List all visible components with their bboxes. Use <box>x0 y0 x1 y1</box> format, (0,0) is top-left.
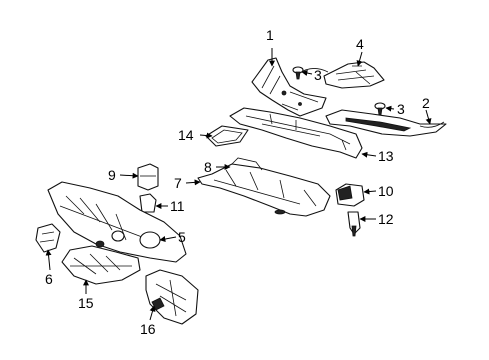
part-7-dash-cross-panel <box>197 157 331 217</box>
part-3-clip-upper <box>292 66 304 80</box>
part-12-small-bracket <box>347 211 361 237</box>
callout-3-upper: 3 <box>314 67 322 83</box>
leader-9 <box>119 172 139 179</box>
callout-16: 16 <box>140 321 156 337</box>
leader-3b <box>385 105 395 112</box>
part-2-cowl-vent-panel <box>325 109 447 137</box>
callout-14: 14 <box>178 127 194 143</box>
part-11-bracket <box>139 193 157 213</box>
callout-9: 9 <box>108 167 116 183</box>
callout-4: 4 <box>356 36 364 52</box>
part-13-plenum-panel <box>229 107 363 159</box>
part-14-filter-cover <box>205 125 249 147</box>
callout-7: 7 <box>174 175 182 191</box>
part-10-bracket-box <box>335 183 365 207</box>
leader-6 <box>45 249 52 271</box>
leader-3a <box>301 70 313 77</box>
part-5-dash-insulator <box>47 181 187 263</box>
leader-10 <box>363 188 377 195</box>
leader-7 <box>185 179 201 186</box>
leader-16 <box>149 305 156 321</box>
leader-2 <box>425 109 432 125</box>
callout-15: 15 <box>78 295 94 311</box>
callout-labels: 1 2 3 3 4 5 6 7 8 9 10 11 12 13 14 15 16 <box>45 27 430 337</box>
part-15-lower-insulator <box>61 245 141 285</box>
leader-5 <box>159 236 177 242</box>
callout-12: 12 <box>378 211 394 227</box>
callout-10: 10 <box>378 183 394 199</box>
callout-5: 5 <box>178 229 186 245</box>
part-6-small-insulator <box>35 223 61 253</box>
callout-1: 1 <box>266 27 274 43</box>
part-1-cowl-panel-left <box>251 57 327 117</box>
callout-13: 13 <box>378 148 394 164</box>
leader-lines <box>45 48 432 321</box>
callout-6: 6 <box>45 271 53 287</box>
callout-3-lower: 3 <box>397 101 405 117</box>
leader-4 <box>356 51 363 67</box>
part-4-cowl-vent-grille <box>297 61 385 89</box>
callout-2: 2 <box>422 95 430 111</box>
leader-13 <box>361 151 377 158</box>
part-3-clip-lower <box>374 102 386 116</box>
part-16-bottom-insulator <box>145 269 199 325</box>
callout-8: 8 <box>204 159 212 175</box>
leader-14 <box>199 132 213 139</box>
callout-11: 11 <box>170 198 185 214</box>
part-9-box-bracket <box>137 163 159 191</box>
